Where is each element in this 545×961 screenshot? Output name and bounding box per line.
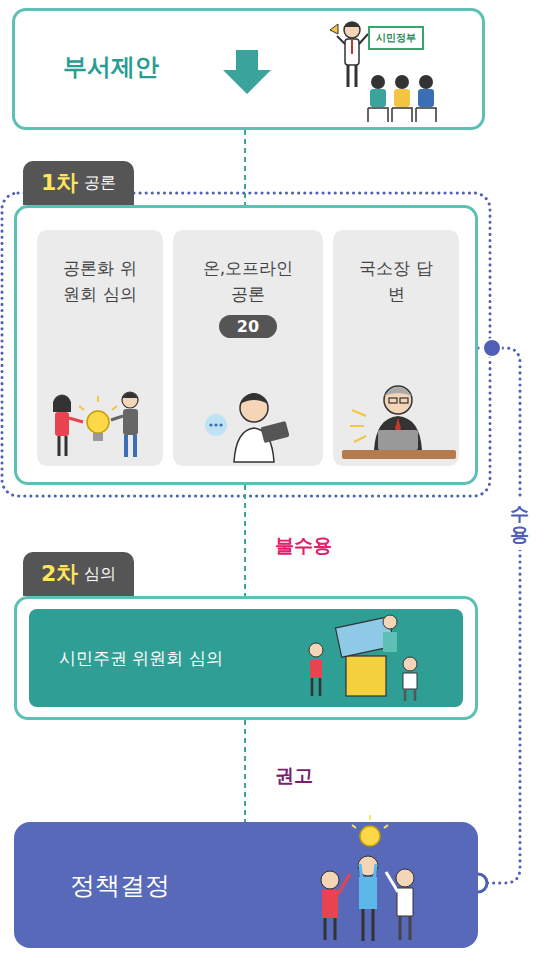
node-text: 국소장 답변 xyxy=(356,256,436,307)
edge-label: 권고 xyxy=(275,763,313,789)
down-arrow xyxy=(223,50,271,94)
node-text: 1차 xyxy=(41,168,78,198)
idea-figures xyxy=(53,392,138,457)
node-text: 부서제안 xyxy=(63,51,482,83)
step-box: 온,오프라인 공론 20 xyxy=(173,230,323,466)
edge-label: 불수용 xyxy=(275,533,332,559)
connector xyxy=(244,485,246,596)
step-box: 공론화 위원회 심의 xyxy=(37,230,163,466)
dotted-outline xyxy=(2,193,490,496)
stage-group: 2차심의시민주권 위원회 심의 xyxy=(14,596,478,720)
node-text: 공론화 위원회 심의 xyxy=(60,256,140,307)
connector xyxy=(478,348,520,883)
presenter-figure xyxy=(330,22,368,87)
review-figures xyxy=(309,615,417,701)
connector-dot xyxy=(483,339,501,357)
audience-figures xyxy=(368,75,436,122)
node-text: 시민주권 위원회 심의 xyxy=(59,647,223,670)
online-figure xyxy=(205,393,290,462)
sign-label: 시민정부 xyxy=(368,26,424,50)
edge-label: 수용 xyxy=(507,498,532,550)
celebration-figures xyxy=(321,815,414,941)
step-box: 국소장 답변 xyxy=(333,230,459,466)
node-text: 정책결정 xyxy=(70,869,170,902)
connector xyxy=(244,130,246,205)
node-text: 20 xyxy=(219,315,277,338)
node-text: 2차 xyxy=(41,559,78,589)
stage-group: 1차공론공론화 위원회 심의온,오프라인 공론20국소장 답변 xyxy=(14,205,478,485)
stage-tab: 2차 심의 xyxy=(23,552,134,596)
node-text: 심의 xyxy=(84,564,116,585)
node-text: 온,오프라인 공론 xyxy=(192,256,304,307)
connector xyxy=(244,720,246,822)
node-text: 공론 xyxy=(84,173,116,194)
stage-tab: 1차 공론 xyxy=(23,161,134,205)
decision-box: 정책결정 xyxy=(14,822,478,948)
review-box: 시민주권 위원회 심의 xyxy=(29,609,463,707)
director-figure xyxy=(342,386,456,459)
